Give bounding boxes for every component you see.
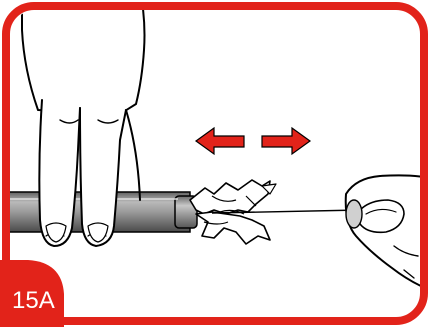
step-label: 15A bbox=[12, 287, 55, 314]
step-badge: 15A bbox=[0, 260, 64, 327]
